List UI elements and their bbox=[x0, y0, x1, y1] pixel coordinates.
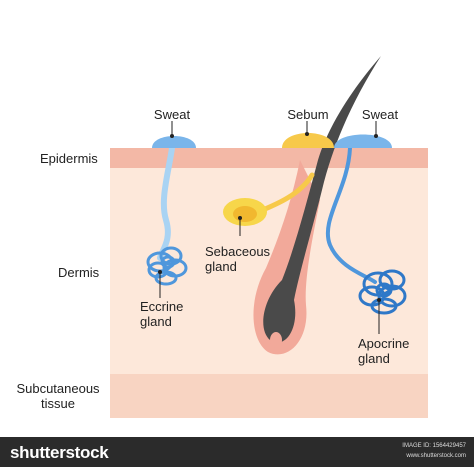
sweat-label-right: Sweat bbox=[361, 107, 399, 122]
epidermis-label: Epidermis bbox=[40, 151, 98, 166]
sebaceous-gland-core bbox=[233, 206, 257, 222]
leader-dots bbox=[158, 132, 381, 302]
brand-logo: shutterstock bbox=[10, 443, 109, 462]
apocrine-gland-coil bbox=[358, 269, 407, 315]
epidermis-layer bbox=[110, 148, 428, 168]
sweat-label-left: Sweat bbox=[153, 107, 191, 122]
sebum-label: Sebum bbox=[287, 107, 329, 122]
hair-papilla bbox=[270, 332, 282, 348]
site-url: www.shutterstock.com bbox=[406, 453, 466, 459]
apocrine-duct bbox=[325, 146, 377, 284]
footer-bar: shutterstock IMAGE ID: 1564429457 www.sh… bbox=[0, 437, 474, 467]
sweat-droplet-right bbox=[334, 134, 392, 148]
sebum-droplet bbox=[282, 133, 334, 148]
apocrine-gland-label: Apocrine gland bbox=[358, 336, 410, 366]
subcutaneous-label: Subcutaneous tissue bbox=[16, 381, 100, 411]
eccrine-gland-label: Eccrine gland bbox=[140, 299, 184, 329]
leader-lines bbox=[159, 121, 380, 334]
hair-shaft bbox=[263, 56, 381, 343]
sebaceous-gland-label: Sebaceous gland bbox=[205, 244, 271, 274]
image-id: IMAGE ID: 1564429457 bbox=[402, 443, 466, 449]
sweat-droplet-left bbox=[152, 136, 196, 148]
subcutaneous-layer bbox=[110, 374, 428, 418]
dermis-label: Dermis bbox=[58, 265, 100, 280]
